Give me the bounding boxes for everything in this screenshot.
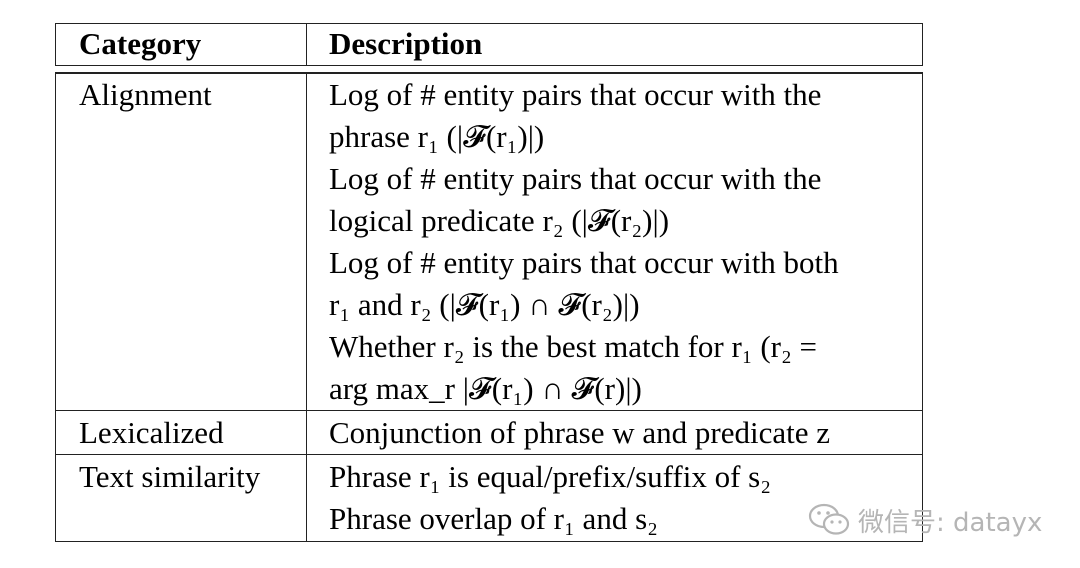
description-cell: Conjunction of phrase w and predicate z [329, 412, 830, 454]
description-line: r₁ and r₂ (|𝓕(r₁) ∩ 𝓕(r₂)|) [329, 287, 640, 322]
description-line: Log of # entity pairs that occur with bo… [329, 245, 839, 280]
description-line: Phrase r₁ is equal/prefix/suffix of s₂ [329, 459, 772, 494]
table-header-row: Category Description [55, 23, 923, 66]
description-line: Log of # entity pairs that occur with th… [329, 161, 822, 196]
row-divider [56, 454, 922, 455]
description-line: Whether r₂ is the best match for r₁ (r₂ … [329, 329, 818, 364]
watermark-text: 微信号: datayx [858, 507, 1043, 538]
table-body: Alignment Log of # entity pairs that occ… [55, 72, 923, 542]
column-divider [306, 24, 307, 65]
category-cell: Alignment [79, 77, 212, 112]
header-description: Description [329, 26, 483, 61]
column-divider [306, 74, 307, 541]
description-line: arg max_r |𝓕(r₁) ∩ 𝓕(r)|) [329, 371, 642, 406]
category-cell: Lexicalized [79, 415, 224, 450]
category-cell: Text similarity [79, 459, 261, 494]
row-divider [56, 410, 922, 411]
description-line: logical predicate r₂ (|𝓕(r₂)|) [329, 203, 670, 238]
feature-table: Category Description Alignment Log of # … [55, 23, 923, 542]
description-line: Conjunction of phrase w and predicate z [329, 415, 830, 450]
wechat-icon [808, 503, 850, 535]
header-category: Category [79, 26, 202, 61]
watermark: 微信号: datayx [808, 500, 1042, 540]
description-line: Phrase overlap of r₁ and s₂ [329, 501, 658, 536]
description-line: phrase r₁ (|𝓕(r₁)|) [329, 119, 545, 154]
description-cell: Log of # entity pairs that occur with th… [329, 74, 839, 410]
description-cell: Phrase r₁ is equal/prefix/suffix of s₂ P… [329, 456, 771, 540]
description-line: Log of # entity pairs that occur with th… [329, 77, 822, 112]
